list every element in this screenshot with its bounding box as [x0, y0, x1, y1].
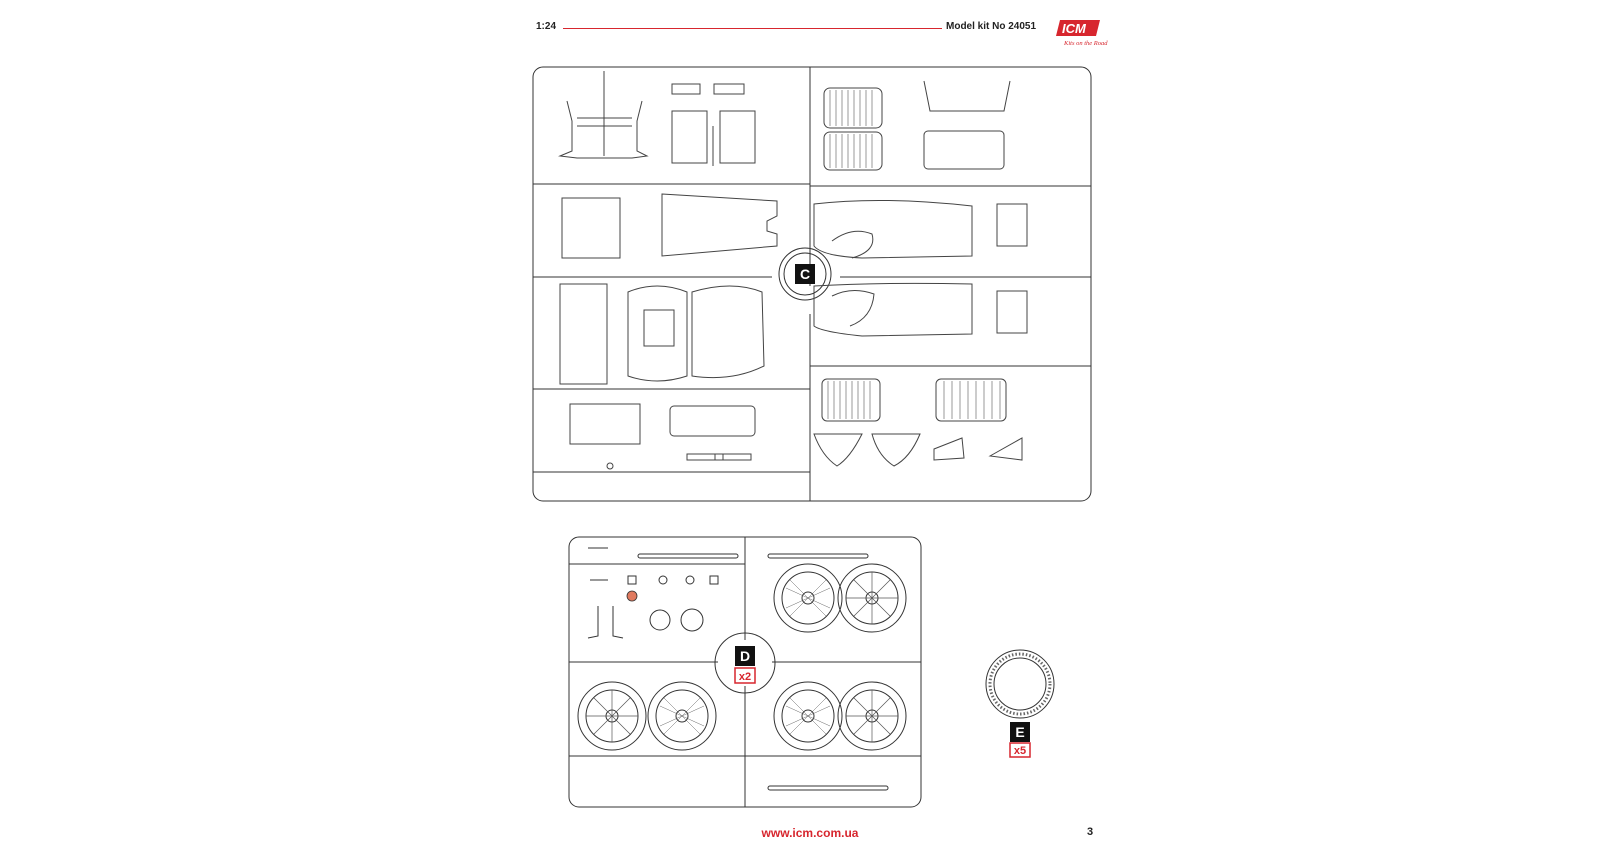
svg-text:ICM: ICM	[1062, 21, 1087, 36]
sprue-d-quantity: x2	[739, 671, 751, 683]
sprue-d: D x2	[568, 536, 922, 808]
scale-label: 1:24	[536, 21, 557, 32]
kit-number: Model kit No 24051	[946, 21, 1037, 32]
website-link[interactable]: www.icm.com.ua	[761, 826, 859, 840]
sprue-e-letter: E	[1015, 724, 1024, 740]
sprue-d-letter: D	[740, 648, 750, 664]
sprue-c: C	[532, 66, 1092, 502]
sprue-e: E x5	[985, 649, 1055, 758]
header-rule	[563, 28, 942, 29]
sprue-c-letter: C	[800, 266, 810, 282]
highlighted-part	[626, 590, 638, 602]
svg-text:Kits on the Road: Kits on the Road	[1063, 40, 1108, 47]
sprue-e-quantity: x5	[1014, 745, 1026, 757]
page-number: 3	[1087, 826, 1094, 838]
icm-logo: ICM Kits on the Road	[1056, 20, 1108, 47]
